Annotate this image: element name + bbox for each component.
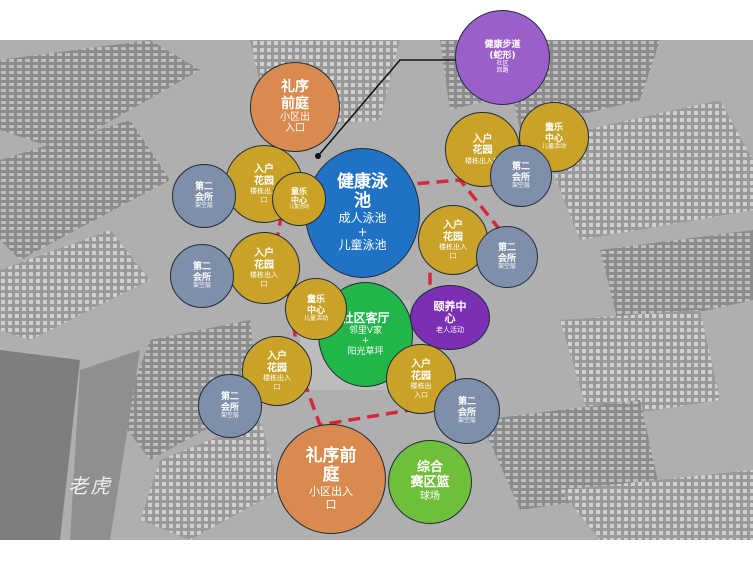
bubble-sub: 楼栋出入 口	[439, 243, 467, 260]
bubble-title: 综合 赛区篮	[410, 460, 450, 491]
bubble-title: 入户 花园	[472, 133, 493, 157]
clubhouse-bubble-top-left: 第二 会所 架空层	[172, 164, 236, 228]
bubble-sub: 儿童活动	[303, 314, 328, 322]
bubble-sub: 儿童活动	[288, 204, 309, 211]
bubble-sub: 架空层	[194, 201, 213, 209]
health-pool-bubble: 健康泳 池 成人泳池 + 儿童泳池	[305, 148, 420, 278]
bubble-title: 第二 会所	[194, 182, 213, 203]
bubble-sub: 成人泳池 + 儿童泳池	[338, 210, 387, 253]
bubble-title: 童乐 中心	[544, 123, 563, 144]
clubhouse-bubble-left: 第二 会所 架空层	[170, 244, 234, 308]
bubble-title: 第二 会所	[192, 262, 211, 283]
bubble-sub: 架空层	[457, 416, 476, 424]
clubhouse-bubble-top-right: 第二 会所 架空层	[490, 145, 552, 207]
bubble-title: 第二 会所	[457, 397, 476, 418]
bubble-sub: 球场	[420, 491, 440, 503]
bubble-sub: 儿童活动	[541, 142, 566, 150]
bubble-title: 第二 会所	[220, 392, 239, 413]
bubble-sub: 架空层	[511, 181, 530, 189]
bubble-title: 第二 会所	[511, 162, 530, 183]
watermark-logo: 老虎	[68, 474, 112, 498]
bubble-title: 第二 会所	[497, 243, 516, 264]
bubble-sub: 楼栋出 入口	[410, 382, 432, 399]
garden-bubble-left: 入户 花园 楼栋出入 口	[228, 232, 300, 304]
bubble-title: 入户 花园	[254, 164, 274, 187]
bubble-sub: 社区 回路	[496, 59, 509, 74]
bubble-title: 入户 花园	[443, 220, 463, 243]
bubble-title: 入户 花园	[254, 248, 274, 271]
bubble-sub: 楼栋出入口	[465, 156, 500, 165]
bubble-sub: 架空层	[497, 262, 516, 270]
bubble-title: 童乐 中心	[291, 186, 307, 206]
clubhouse-bubble-bottom-right: 第二 会所 架空层	[434, 378, 500, 444]
ceremony-entrance-top-bubble: 礼序 前庭 小区出 入口	[250, 62, 340, 152]
bubble-sub: 老人活动	[436, 326, 464, 335]
ceremony-entrance-bottom-bubble: 礼序前 庭 小区出入 口	[276, 424, 386, 534]
bubble-title: 健康泳 池	[337, 171, 388, 212]
sports-court-bubble: 综合 赛区篮 球场	[388, 440, 472, 524]
bubble-title: 入户 花园	[267, 351, 287, 374]
bubble-sub: 小区出 入口	[280, 111, 310, 135]
bubble-sub: 小区出入 口	[309, 484, 353, 511]
fitness-path-bubble: 健康步道 (蛇形) 社区 回路	[455, 10, 550, 105]
elderly-care-center-bubble: 颐养中 心 老人活动	[410, 285, 490, 350]
bubble-sub: 邻里V家 + 阳光草坪	[347, 325, 384, 357]
kids-center-bubble-top-left: 童乐 中心 儿童活动	[272, 172, 326, 226]
bubble-sub: 楼栋出入 口	[263, 374, 291, 391]
bubble-sub: 架空层	[192, 281, 211, 289]
bubble-sub: 楼栋出入 口	[250, 271, 278, 288]
bubble-title: 入户 花园	[411, 359, 431, 382]
kids-center-bubble-middle-left: 童乐 中心 儿童活动	[285, 278, 347, 340]
bubble-title: 健康步道 (蛇形)	[484, 40, 521, 61]
bubble-sub: 架空层	[220, 411, 239, 419]
bubble-title: 社区客厅	[341, 311, 390, 326]
clubhouse-bubble-bottom-left: 第二 会所 架空层	[198, 374, 262, 438]
bubble-title: 童乐 中心	[306, 295, 325, 316]
bubble-title: 礼序前 庭	[305, 445, 357, 486]
bubble-title: 礼序 前庭	[281, 79, 309, 112]
bubble-title: 颐养中 心	[433, 299, 467, 326]
clubhouse-bubble-right: 第二 会所 架空层	[476, 226, 538, 288]
bubble-sub: 楼栋出入 口	[250, 187, 278, 204]
